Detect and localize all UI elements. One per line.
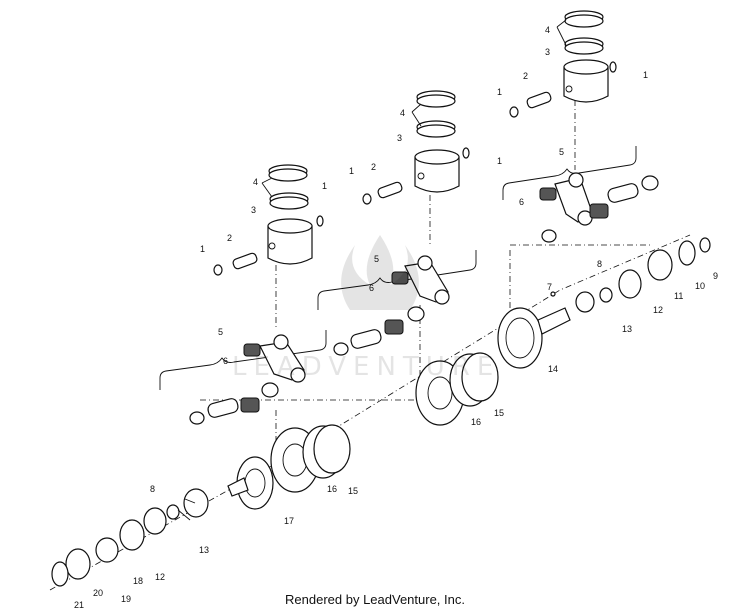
callout-1: 1 (497, 156, 502, 166)
callout-1: 1 (643, 70, 648, 80)
callout-2: 2 (227, 233, 232, 243)
callout-labels: 1 2 3 4 1 1 2 3 4 1 1 2 3 4 1 5 6 5 6 5 … (74, 25, 718, 610)
callout-12: 12 (653, 305, 663, 315)
callout-10: 10 (695, 281, 705, 291)
callout-7: 7 (547, 282, 552, 292)
callout-15: 15 (494, 408, 504, 418)
callout-21: 21 (74, 600, 84, 610)
piston-assembly-left (213, 164, 324, 276)
callout-12: 12 (155, 572, 165, 582)
callout-6: 6 (519, 197, 524, 207)
crank-webs-middle (415, 352, 499, 426)
callout-5: 5 (559, 147, 564, 157)
callout-2: 2 (371, 162, 376, 172)
callout-4: 4 (400, 108, 405, 118)
connecting-rod-group-right (502, 146, 659, 243)
leader-lines (177, 19, 567, 521)
callout-8: 8 (597, 259, 602, 269)
callout-14: 14 (548, 364, 558, 374)
crankshaft-left-end (51, 456, 274, 587)
callout-4: 4 (253, 177, 258, 187)
callout-16: 16 (471, 417, 481, 427)
callout-5: 5 (374, 254, 379, 264)
callout-3: 3 (251, 205, 256, 215)
callout-1: 1 (497, 87, 502, 97)
callout-1: 1 (349, 166, 354, 176)
callout-4: 4 (545, 25, 550, 35)
connecting-rod-group-left (159, 330, 327, 425)
crank-webs-left (270, 424, 351, 493)
callout-11: 11 (674, 291, 683, 301)
callout-13: 13 (622, 324, 632, 334)
callout-20: 20 (93, 588, 103, 598)
callout-1: 1 (200, 244, 205, 254)
crankshaft-right-end (497, 237, 711, 369)
callout-19: 19 (121, 594, 131, 604)
render-credit: Rendered by LeadVenture, Inc. (285, 592, 465, 607)
callout-16: 16 (327, 484, 337, 494)
callout-6: 6 (369, 283, 374, 293)
callout-17: 17 (284, 516, 294, 526)
callout-9: 9 (713, 271, 718, 281)
callout-15: 15 (348, 486, 358, 496)
connecting-rod-group-middle (317, 250, 477, 356)
piston-assembly-middle (362, 90, 470, 205)
callout-2: 2 (523, 71, 528, 81)
callout-1: 1 (322, 181, 327, 191)
callout-18: 18 (133, 576, 143, 586)
piston-assembly-right (509, 10, 617, 118)
callout-3: 3 (545, 47, 550, 57)
callout-3: 3 (397, 133, 402, 143)
callout-13: 13 (199, 545, 209, 555)
callout-6: 6 (223, 356, 228, 366)
callout-8: 8 (150, 484, 155, 494)
callout-5: 5 (218, 327, 223, 337)
